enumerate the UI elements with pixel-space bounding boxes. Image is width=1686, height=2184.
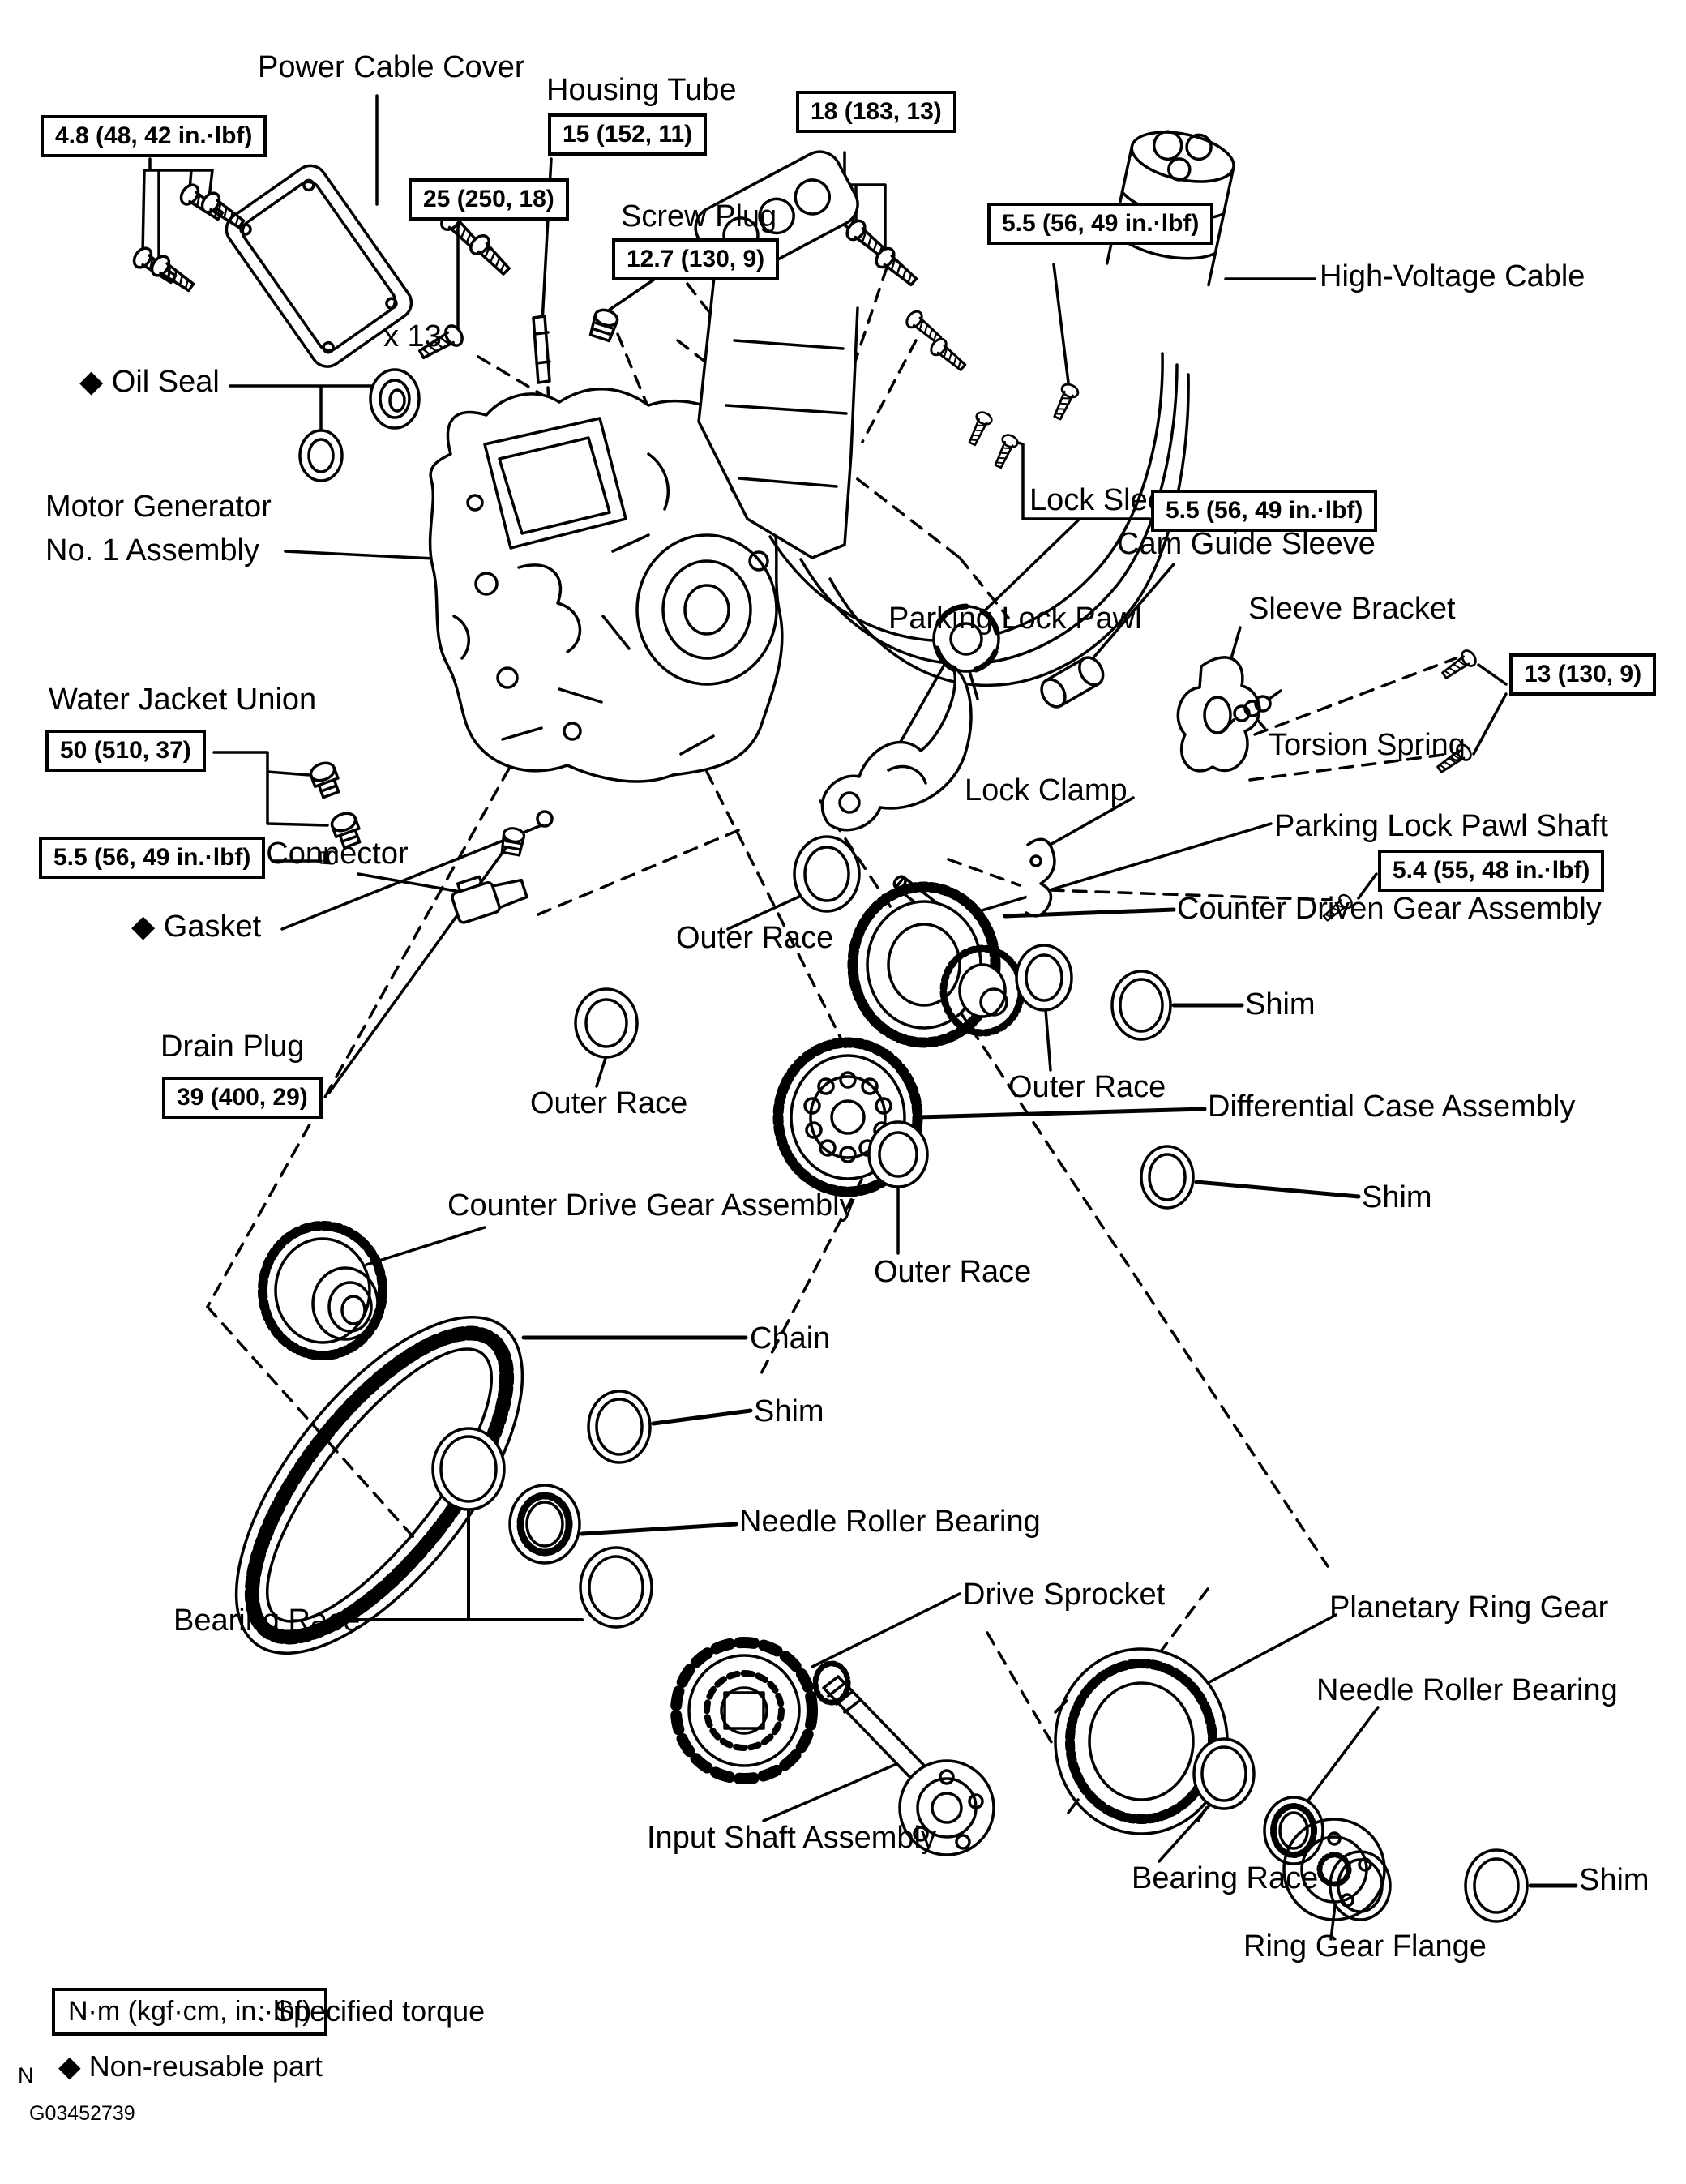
torsion-spring-part xyxy=(1221,689,1282,733)
label-power-cable-cover: Power Cable Cover xyxy=(258,50,525,84)
label-cam-guide-sleeve: Cam Guide Sleeve xyxy=(1117,527,1376,561)
label-outer-race-b: Outer Race xyxy=(1008,1070,1166,1104)
shim-3-part xyxy=(587,1390,652,1464)
legend-torque-desc: : Specified torque xyxy=(258,1994,486,2028)
label-bearing-race-2: Bearing Race xyxy=(1132,1861,1319,1895)
label-lock-clamp: Lock Clamp xyxy=(965,773,1128,807)
shim-1-part xyxy=(1110,970,1172,1041)
label-ring-gear-flange: Ring Gear Flange xyxy=(1243,1929,1487,1963)
torque-12.7: 12.7 (130, 9) xyxy=(612,238,780,280)
label-sleeve-bracket: Sleeve Bracket xyxy=(1248,592,1456,626)
label-outer-race-d: Outer Race xyxy=(874,1255,1032,1289)
lock-clamp-part xyxy=(1025,837,1056,918)
label-parking-lock-pawl: Parking Lock Pawl xyxy=(888,602,1142,636)
label-needle-roller-bearing-1: Needle Roller Bearing xyxy=(739,1505,1041,1539)
leader-lines xyxy=(141,94,1578,1941)
corner-letter: N xyxy=(18,2063,34,2088)
counter-driven-gear-part xyxy=(847,881,1025,1048)
shim-4-part xyxy=(1464,1848,1529,1923)
ring-gear-flange-part xyxy=(1282,1818,1386,1921)
torque-5.4: 5.4 (55, 48 in.·lbf) xyxy=(1378,850,1605,892)
gasket-part xyxy=(536,810,554,828)
label-needle-roller-bearing-2: Needle Roller Bearing xyxy=(1316,1673,1618,1707)
torque-13: 13 (130, 9) xyxy=(1509,653,1657,696)
drive-sprocket-part xyxy=(670,1637,818,1784)
label-drain-plug: Drain Plug xyxy=(160,1030,305,1064)
wiring-harness-connector-part xyxy=(451,875,528,924)
label-gasket: ◆ Gasket xyxy=(131,910,262,944)
label-differential-case-assembly: Differential Case Assembly xyxy=(1208,1090,1576,1124)
chain-part xyxy=(234,1316,524,1655)
planetary-ring-gear-part xyxy=(1054,1647,1229,1835)
outer-race-a-part xyxy=(793,835,861,913)
label-shim-2: Shim xyxy=(1362,1180,1432,1214)
power-cable-cover-part xyxy=(225,164,413,368)
label-parking-lock-pawl-shaft: Parking Lock Pawl Shaft xyxy=(1274,809,1608,843)
legend-torque-unit-box: N·m (kgf·cm, in.·lbf) xyxy=(52,1988,328,2036)
figure-code: G03452739 xyxy=(29,2102,135,2125)
lock-sleeve-part xyxy=(932,603,1000,700)
outer-race-b-part xyxy=(1015,944,1073,1012)
label-counter-driven-gear-assembly: Counter Driven Gear Assembly xyxy=(1177,892,1602,926)
parking-lock-pawl-part xyxy=(820,665,973,832)
torque-39: 39 (400, 29) xyxy=(162,1077,323,1119)
bearing-race-rings-part xyxy=(431,1427,653,1629)
legend-nonreusable: ◆ Non-reusable part xyxy=(58,2049,323,2083)
label-bearing-race-1: Bearing Race xyxy=(173,1604,361,1638)
label-torsion-spring: Torsion Spring xyxy=(1269,728,1466,762)
shim-2-part xyxy=(1140,1145,1195,1210)
torque-4.8: 4.8 (48, 42 in.·lbf) xyxy=(41,115,267,157)
label-screw-plug: Screw Plug xyxy=(621,199,777,233)
torque-15: 15 (152, 11) xyxy=(548,113,708,156)
input-shaft-part xyxy=(812,1660,995,1856)
label-planetary-ring-gear: Planetary Ring Gear xyxy=(1329,1591,1609,1625)
label-high-voltage-cable: High-Voltage Cable xyxy=(1320,259,1585,293)
label-input-shaft-assembly: Input Shaft Assembly xyxy=(647,1821,936,1855)
label-drive-sprocket: Drive Sprocket xyxy=(963,1578,1166,1612)
label-motor-generator-line2: No. 1 Assembly xyxy=(45,533,259,567)
label-x13-count: x 13 xyxy=(383,319,442,353)
torque-18: 18 (183, 13) xyxy=(796,91,956,133)
sleeve-bracket-part xyxy=(1176,656,1261,773)
outer-race-d-part xyxy=(867,1120,929,1188)
torque-5.5-top: 5.5 (56, 49 in.·lbf) xyxy=(987,203,1214,245)
label-chain: Chain xyxy=(750,1321,831,1355)
label-housing-tube: Housing Tube xyxy=(546,73,737,107)
label-motor-generator-line1: Motor Generator xyxy=(45,490,272,524)
housing-tube-part xyxy=(532,315,551,384)
motor-generator-housing-part xyxy=(428,388,784,783)
label-oil-seal: ◆ Oil Seal xyxy=(79,365,220,399)
label-counter-drive-gear-assembly: Counter Drive Gear Assembly xyxy=(447,1188,855,1223)
label-outer-race-a: Outer Race xyxy=(676,921,834,955)
oil-seal-part xyxy=(298,368,421,482)
torque-5.5-left: 5.5 (56, 49 in.·lbf) xyxy=(39,837,266,879)
label-shim-1: Shim xyxy=(1245,987,1316,1021)
counter-drive-gear-part xyxy=(258,1221,387,1360)
label-water-jacket-union: Water Jacket Union xyxy=(49,683,317,717)
label-shim-3: Shim xyxy=(754,1394,824,1428)
cam-guide-sleeve-part xyxy=(1040,656,1105,709)
torque-5.5-right: 5.5 (56, 49 in.·lbf) xyxy=(1151,490,1378,532)
label-shim-4: Shim xyxy=(1579,1863,1650,1897)
torque-25: 25 (250, 18) xyxy=(409,178,569,221)
label-outer-race-c: Outer Race xyxy=(530,1086,688,1120)
torque-50: 50 (510, 37) xyxy=(45,730,206,772)
outer-race-c-part xyxy=(574,987,639,1059)
